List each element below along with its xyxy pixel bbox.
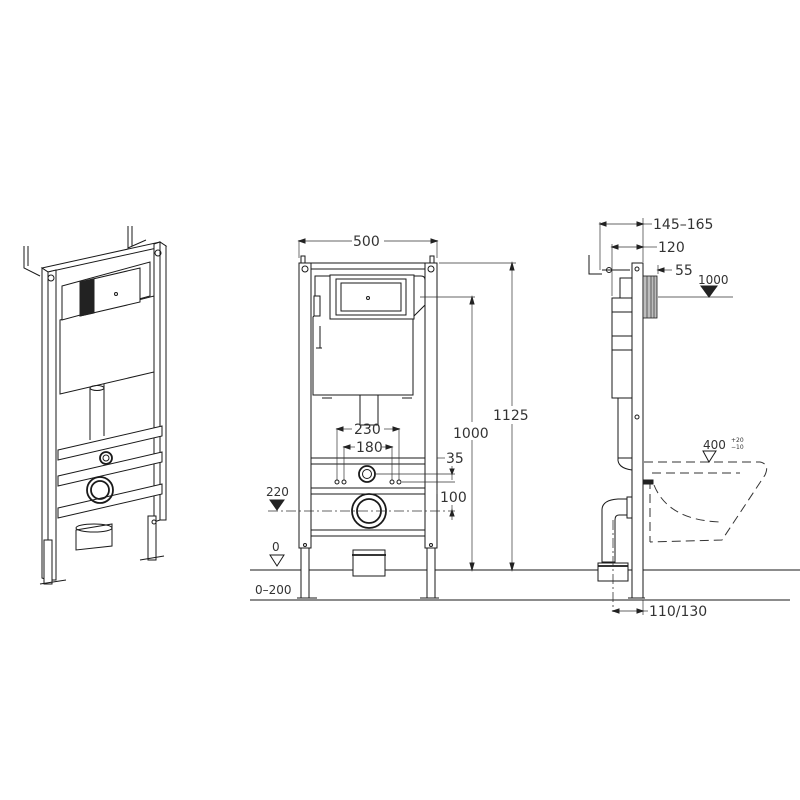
level-1000: 1000 xyxy=(698,273,729,287)
seat-tolerance-minus: −10 xyxy=(731,444,744,451)
seat-height-400: 400 xyxy=(703,438,726,452)
dim-145-165: 145–165 xyxy=(653,217,713,233)
dim-35: 35 xyxy=(446,451,464,467)
side-view: 145–165 120 55 1000 400 +20 −10 110/130 xyxy=(588,217,768,620)
foot-adjust-0-200: 0–200 xyxy=(255,583,292,597)
dim-120: 120 xyxy=(658,240,685,256)
dim-width-500: 500 xyxy=(353,234,380,250)
seat-tolerance-plus: +20 xyxy=(731,437,744,444)
dim-height-1000: 1000 xyxy=(453,426,489,442)
dim-110-130: 110/130 xyxy=(649,604,707,620)
dim-100: 100 xyxy=(440,490,467,506)
level-220: 220 xyxy=(266,485,289,499)
dim-55: 55 xyxy=(675,263,693,279)
level-0: 0 xyxy=(272,540,280,554)
isometric-view xyxy=(23,226,168,585)
dim-height-1125: 1125 xyxy=(493,408,529,424)
dim-230: 230 xyxy=(354,422,381,438)
front-view: 500 1125 1000 230 180 xyxy=(250,234,800,601)
dim-180: 180 xyxy=(356,440,383,456)
